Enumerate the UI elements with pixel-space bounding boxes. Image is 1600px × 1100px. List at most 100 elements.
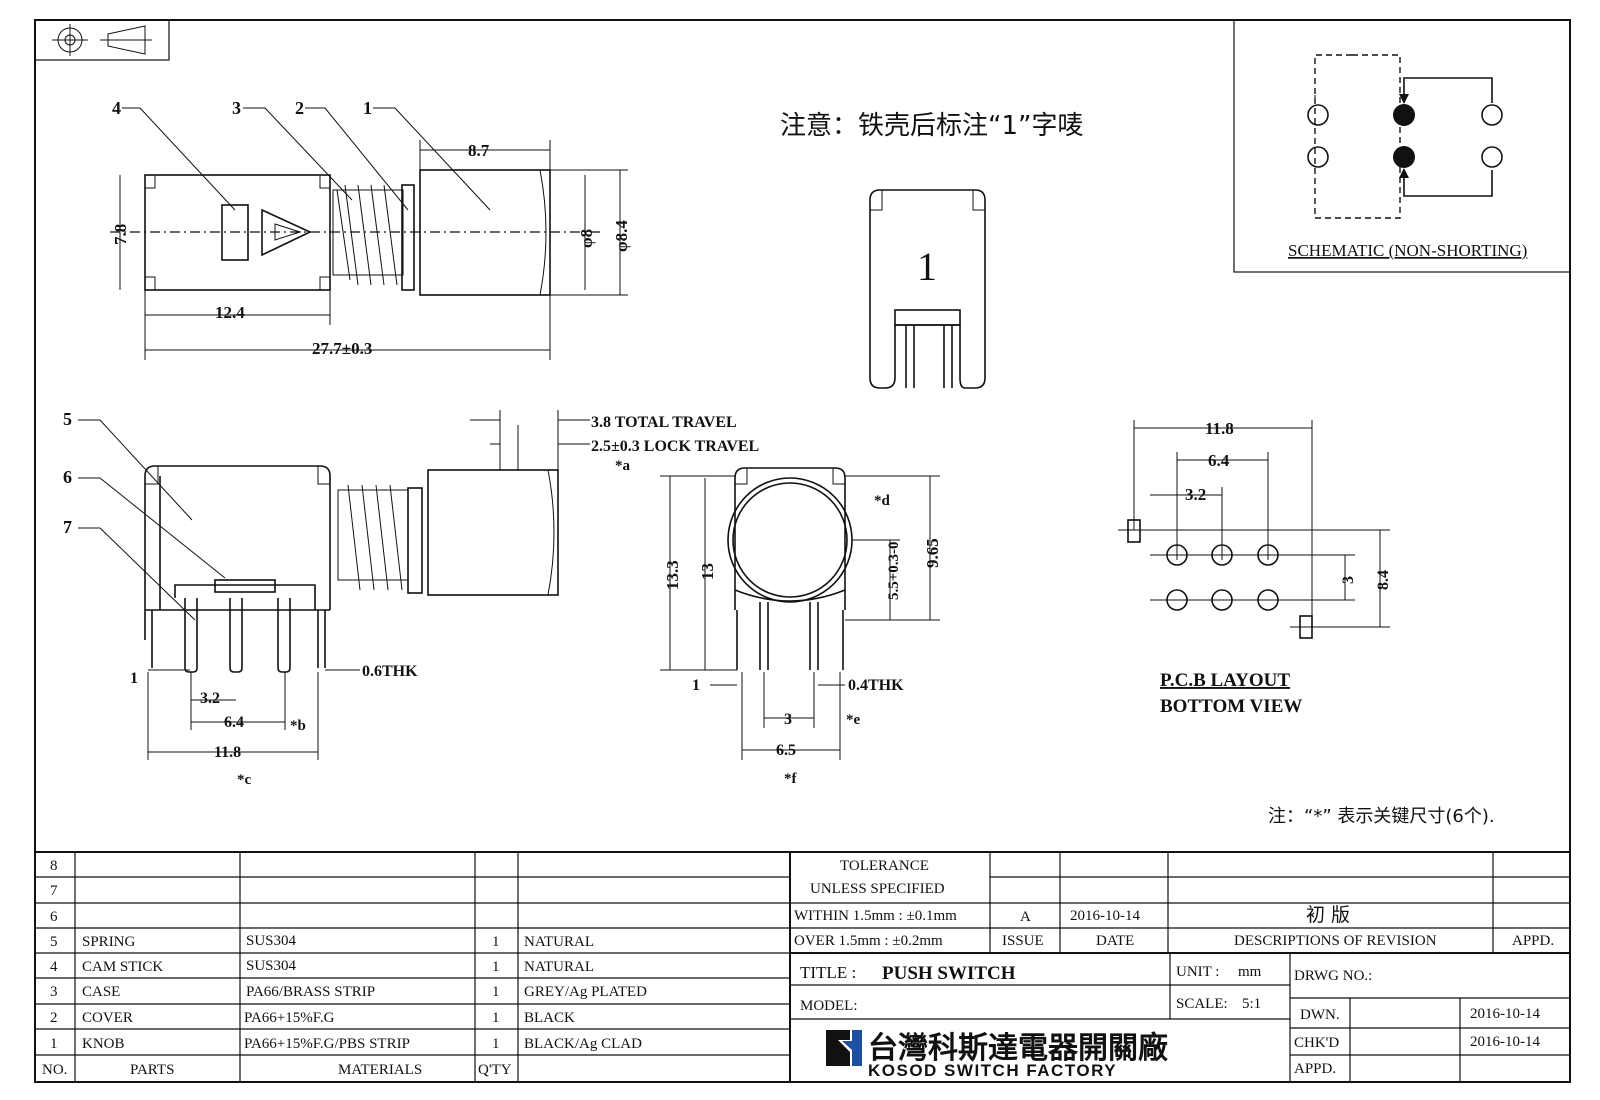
bom-material: PA66+15%F.G/PBS STRIP xyxy=(244,1036,410,1052)
dim-side-3-2: 3.2 xyxy=(200,690,220,707)
dim-0-6thk: 0.6THK xyxy=(362,663,418,680)
dim-pcb-8-4: 8.4 xyxy=(1375,570,1392,590)
pcb-subtitle: BOTTOM VIEW xyxy=(1160,696,1302,717)
drawing-title: PUSH SWITCH xyxy=(882,963,1016,984)
bom-finish: NATURAL xyxy=(524,934,594,950)
dim-0-4thk: 0.4THK xyxy=(848,677,904,694)
bom-table: 8 7 6 5 SPRING SUS304 1 NATURAL 4 CAM ST… xyxy=(42,858,647,1078)
bom-header-qty: Q'TY xyxy=(478,1062,512,1078)
bom-row-no: 5 xyxy=(50,934,58,950)
side-view-labels: 5 6 7 3.8 TOTAL TRAVEL 2.5±0.3 LOCK TRAV… xyxy=(63,409,759,788)
dim-7-8: 7.8 xyxy=(111,224,130,245)
callout-1: 1 xyxy=(363,98,372,118)
bom-row-no: 1 xyxy=(50,1036,58,1052)
key-dim-b: *b xyxy=(290,718,306,734)
bom-material: PA66+15%F.G xyxy=(244,1010,335,1026)
bom-header-parts: PARTS xyxy=(130,1062,174,1078)
bom-part: KNOB xyxy=(82,1036,125,1052)
revision-description: 初 版 xyxy=(1306,904,1350,926)
scale-value: 5:1 xyxy=(1242,996,1261,1012)
chkd-date: 2016-10-14 xyxy=(1470,1034,1540,1050)
revision-issue-label: ISSUE xyxy=(1002,933,1044,949)
revision-issue: A xyxy=(1020,909,1031,925)
bom-part: CASE xyxy=(82,984,120,1000)
tolerance-line-4: OVER 1.5mm : ±0.2mm xyxy=(794,933,943,949)
dim-pcb-3-2: 3.2 xyxy=(1185,485,1206,504)
company-name-en: KOSOD SWITCH FACTORY xyxy=(868,1061,1117,1080)
dim-6-5: 6.5 xyxy=(776,742,796,759)
callout-3: 3 xyxy=(232,98,241,118)
bom-qty: 1 xyxy=(492,984,500,1000)
dwn-date: 2016-10-14 xyxy=(1470,1006,1540,1022)
bom-qty: 1 xyxy=(492,934,500,950)
dim-13-3: 13.3 xyxy=(663,560,682,590)
callout-6: 6 xyxy=(63,467,72,487)
dim-dia-8: φ8 xyxy=(577,229,596,248)
top-note: 注意：铁壳后标注“1”字唛 xyxy=(780,111,1083,141)
front-view xyxy=(660,467,940,760)
bom-row-no: 6 xyxy=(50,909,58,925)
unit-value: mm xyxy=(1238,964,1262,980)
bom-material: PA66/BRASS STRIP xyxy=(246,984,375,1000)
callout-2: 2 xyxy=(295,98,304,118)
revision-desc-label: DESCRIPTIONS OF REVISION xyxy=(1234,933,1437,949)
dim-8-7: 8.7 xyxy=(468,141,490,160)
key-dim-a: *a xyxy=(615,458,631,474)
tolerance-line-1: TOLERANCE xyxy=(840,858,929,874)
top-view-labels: 4 3 2 1 8.7 7.8 12.4 27.7±0.3 φ8 φ8.4 xyxy=(111,98,631,358)
key-dim-f: *f xyxy=(784,771,798,787)
bom-finish: NATURAL xyxy=(524,959,594,975)
revision-block: A 2016-10-14 初 版 ISSUE DATE DESCRIPTIONS… xyxy=(1002,904,1554,949)
chkd-label: CHK'D xyxy=(1294,1035,1339,1051)
bom-part: COVER xyxy=(82,1010,133,1026)
drawing-frame xyxy=(34,19,1571,1083)
schematic: SCHEMATIC (NON-SHORTING) xyxy=(1233,19,1571,273)
dim-side-11-8: 11.8 xyxy=(214,744,241,761)
dim-front-1: 1 xyxy=(692,677,700,694)
dim-front-3: 3 xyxy=(784,711,792,728)
unit-label: UNIT : xyxy=(1176,964,1219,980)
callout-4: 4 xyxy=(112,98,121,118)
front-view-labels: 13.3 13 *d 5.5+0.3-0 9.65 1 0.4THK 3 *e … xyxy=(663,493,942,787)
bom-finish: BLACK xyxy=(524,1010,575,1026)
bom-header-no: NO. xyxy=(42,1062,67,1078)
dim-pcb-3: 3 xyxy=(1340,576,1357,584)
dim-12-4: 12.4 xyxy=(215,303,245,322)
bom-finish: BLACK/Ag CLAD xyxy=(524,1036,642,1052)
marking-digit: 1 xyxy=(917,244,937,289)
dim-pcb-11-8: 11.8 xyxy=(1205,419,1234,438)
bom-row-no: 7 xyxy=(50,883,58,899)
appd-label: APPD. xyxy=(1294,1061,1336,1077)
dim-13: 13 xyxy=(698,563,717,580)
bom-finish: GREY/Ag PLATED xyxy=(524,984,647,1000)
tolerance-line-3: WITHIN 1.5mm : ±0.1mm xyxy=(794,908,957,924)
bom-row-no: 2 xyxy=(50,1010,58,1026)
key-dim-e: *e xyxy=(846,712,861,728)
revision-date-label: DATE xyxy=(1096,933,1134,949)
title-block xyxy=(35,851,1570,1082)
company-name-cn: 台灣科斯達電器開關廠 xyxy=(868,1031,1168,1066)
dim-lock-travel: 2.5±0.3 LOCK TRAVEL xyxy=(591,438,759,455)
dim-side-1: 1 xyxy=(130,670,138,687)
projection-symbol xyxy=(34,19,170,61)
drwg-no-label: DRWG NO.: xyxy=(1294,968,1372,984)
key-dim-c: *c xyxy=(237,772,252,788)
dim-9-65: 9.65 xyxy=(923,538,942,568)
bom-row-no: 8 xyxy=(50,858,58,874)
dwn-label: DWN. xyxy=(1300,1007,1340,1023)
bom-part: SPRING xyxy=(82,934,136,950)
pcb-labels: 11.8 6.4 3.2 3 8.4 P.C.B LAYOUT BOTTOM V… xyxy=(1160,419,1392,717)
bom-qty: 1 xyxy=(492,959,500,975)
dim-total-travel: 3.8 TOTAL TRAVEL xyxy=(591,414,737,431)
pcb-title: P.C.B LAYOUT xyxy=(1160,670,1290,691)
side-view xyxy=(78,410,590,760)
bom-row-no: 3 xyxy=(50,984,58,1000)
bom-header-materials: MATERIALS xyxy=(338,1062,422,1078)
key-dim-d: *d xyxy=(874,493,891,509)
tolerance-block: TOLERANCE UNLESS SPECIFIED WITHIN 1.5mm … xyxy=(794,858,957,949)
dim-27-7: 27.7±0.3 xyxy=(312,339,372,358)
bottom-note: 注：“*” 表示关键尺寸(6个). xyxy=(1268,806,1495,827)
bom-qty: 1 xyxy=(492,1010,500,1026)
top-view xyxy=(110,107,628,360)
